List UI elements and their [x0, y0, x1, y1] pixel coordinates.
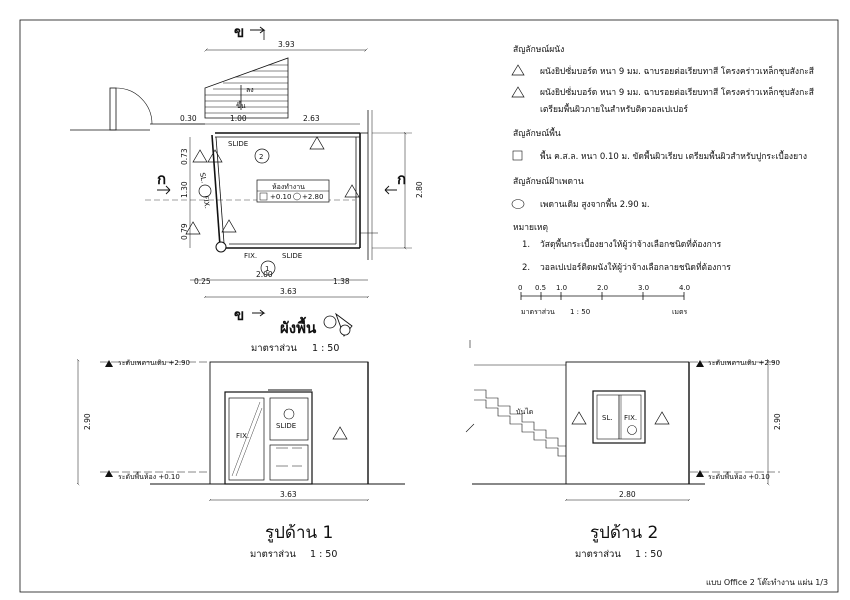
column	[215, 241, 227, 253]
scalebar-tick-1: 1.0	[556, 284, 567, 292]
section-arrow-top	[250, 26, 266, 34]
legend-notes-heading: หมายเหตุ	[513, 223, 548, 233]
wall-tag-triangles	[185, 136, 360, 235]
dim-138: 1.38	[333, 277, 350, 286]
existing-wall-left	[70, 87, 205, 131]
plan-title: ผังพื้น	[280, 316, 317, 337]
section-mark-right: ก	[397, 170, 406, 188]
elev2-window-tag	[627, 425, 637, 435]
elev2-stair-label: บันได	[516, 407, 533, 416]
section-mark-top: ข	[234, 23, 244, 41]
dim-280: 2.80	[415, 181, 424, 198]
scale-bar: 0 0.5 1.0 2.0 3.0 4.0 มาตราส่วน 1 : 50 เ…	[518, 284, 690, 316]
elev2-scale: 1 : 50	[635, 549, 662, 560]
callout-1-text: 1	[265, 265, 269, 273]
legend-wall-heading: สัญลักษณ์ผนัง	[513, 44, 564, 55]
legend: สัญลักษณ์ผนัง ผนังยิปซั่มบอร์ด หนา 9 มม.…	[511, 44, 815, 316]
legend-note-1: วัสดุพื้นกระเบื้องยางให้ผู้ว่าจ้างเลือกช…	[540, 238, 722, 250]
callout-1-bottom	[260, 260, 276, 276]
elev2-wall-tag-right	[654, 411, 670, 425]
elev2-wall-tag-left	[571, 411, 587, 425]
elev1-height-dim: 2.90	[83, 413, 92, 430]
elev2-ceiling-label: ระดับเพดานเดิม +2.90	[708, 359, 780, 367]
dim-263: 2.63	[303, 114, 320, 123]
elev2-sl-label: SL.	[602, 414, 613, 422]
legend-wall-1: ผนังยิปซั่มบอร์ด หนา 9 มม. ฉาบรอยต่อเรีย…	[540, 65, 815, 77]
stair-label-up: ขึ้น	[236, 99, 246, 110]
elev1-floor-label: ระดับพื้นห้อง +0.10	[118, 470, 180, 481]
plan-scale: 1 : 50	[312, 343, 339, 354]
window-slide-top: SLIDE	[228, 140, 248, 148]
dim-073: 0.73	[180, 148, 189, 165]
legend-ceiling-1: เพดานเดิม สูงจากพื้น 2.90 ม.	[540, 198, 650, 210]
section-mark-left: ก	[157, 170, 166, 188]
legend-note-2: วอลเปเปอร์ติดผนังให้ผู้ว่าจ้างเลือกลายชน…	[540, 261, 731, 273]
scalebar-label: มาตราส่วน	[521, 308, 555, 316]
floor-plan: ข 3.93 ลง ขึ้น	[70, 23, 424, 354]
elev1-sliding-door: FIX. SLIDE	[224, 389, 313, 485]
scalebar-tick-4: 4.0	[679, 284, 690, 292]
room-name: ห้องทำงาน	[272, 183, 305, 191]
elev2-floor-label: ระดับพื้นห้อง +0.10	[708, 470, 770, 481]
stair: ลง ขึ้น	[204, 57, 289, 119]
elev1-scale-label: มาตราส่วน	[250, 549, 296, 560]
elev2-stair: บันได	[474, 364, 566, 457]
legend-ceiling-heading: สัญลักษณ์ฝ้าเพดาน	[513, 176, 584, 187]
callout-2-text: 2	[259, 153, 263, 161]
room-floor-level: +0.10	[270, 193, 291, 201]
elevation-1: ระดับเพดานเดิม +2.90 ระดับพื้นห้อง +0.10…	[78, 359, 405, 560]
elev2-window: SL. FIX.	[592, 390, 646, 444]
scalebar-tick-05: 0.5	[535, 284, 546, 292]
elevation-2: ระดับเพดานเดิม +2.90 ระดับพื้นห้อง +0.10…	[465, 340, 782, 560]
window-fix-bottom: FIX.	[244, 252, 257, 260]
legend-wall-2: ผนังยิปซั่มบอร์ด หนา 9 มม. ฉาบรอยต่อเรีย…	[540, 86, 815, 98]
dim-top-total: 3.93	[278, 40, 295, 49]
elev1-title: รูปด้าน 1	[265, 523, 333, 543]
plan-scale-label: มาตราส่วน	[251, 343, 297, 354]
legend-wall-2b: เตรียมพื้นผิวภายในสำหรับติดวอลเปเปอร์	[540, 103, 688, 115]
scalebar-unit: เมตร	[672, 308, 688, 316]
dim-100: 1.00	[230, 114, 247, 123]
elev2-title: รูปด้าน 2	[590, 523, 658, 543]
elev1-door-tag	[283, 408, 295, 420]
legend-floor-1: พื้น ค.ส.ล. หนา 0.10 ม. ขัดพื้นผิวเรียบ …	[540, 150, 807, 162]
elev2-height-dim: 2.90	[773, 413, 782, 430]
elev2-scale-label: มาตราส่วน	[575, 549, 621, 560]
dim-200: 2.00	[256, 270, 273, 279]
room-tag: ห้องทำงาน +0.10 +2.80	[256, 179, 330, 203]
section-mark-bottom: ข	[234, 306, 244, 324]
window-fix-left: FIX.	[201, 195, 211, 209]
legend-note-2-no: 2.	[522, 263, 530, 273]
scalebar-tick-3: 3.0	[638, 284, 649, 292]
dim-079: 0.79	[180, 223, 189, 240]
elev1-fix-label: FIX.	[236, 432, 249, 440]
sheet-title: แบบ Office 2 โต๊ะทำงาน แผ่น 1/3	[706, 577, 828, 587]
sheet-border	[19, 19, 839, 593]
elev2-wall	[565, 361, 690, 485]
elev1-ceiling-label: ระดับเพดานเดิม +2.90	[118, 359, 190, 367]
elev1-scale: 1 : 50	[310, 549, 337, 560]
dim-030: 0.30	[180, 114, 197, 123]
dim-130: 1.30	[180, 181, 189, 198]
elev1-slide-label: SLIDE	[276, 422, 296, 430]
elev1-width-dim: 3.63	[280, 490, 297, 499]
elev2-fix-label: FIX.	[624, 414, 637, 422]
legend-floor-heading: สัญลักษณ์พื้น	[513, 127, 561, 139]
north-arrow	[323, 312, 353, 337]
window-sl-left: SL.	[198, 172, 208, 184]
elev1-wall-tag	[332, 426, 348, 440]
scalebar-tick-2: 2.0	[597, 284, 608, 292]
dim-025: 0.25	[194, 277, 211, 286]
callout-1-left	[198, 184, 212, 198]
scalebar-tick-0: 0	[518, 284, 522, 292]
scalebar-scale: 1 : 50	[570, 308, 590, 316]
dim-bottom-total: 3.63	[280, 287, 297, 296]
elev2-width-dim: 2.80	[619, 490, 636, 499]
callout-2	[254, 148, 270, 164]
room-ceiling-level: +2.80	[302, 193, 323, 201]
stair-label-down: ลง	[246, 86, 254, 94]
legend-note-1-no: 1.	[522, 240, 530, 250]
window-slide-bottom: SLIDE	[282, 252, 302, 260]
